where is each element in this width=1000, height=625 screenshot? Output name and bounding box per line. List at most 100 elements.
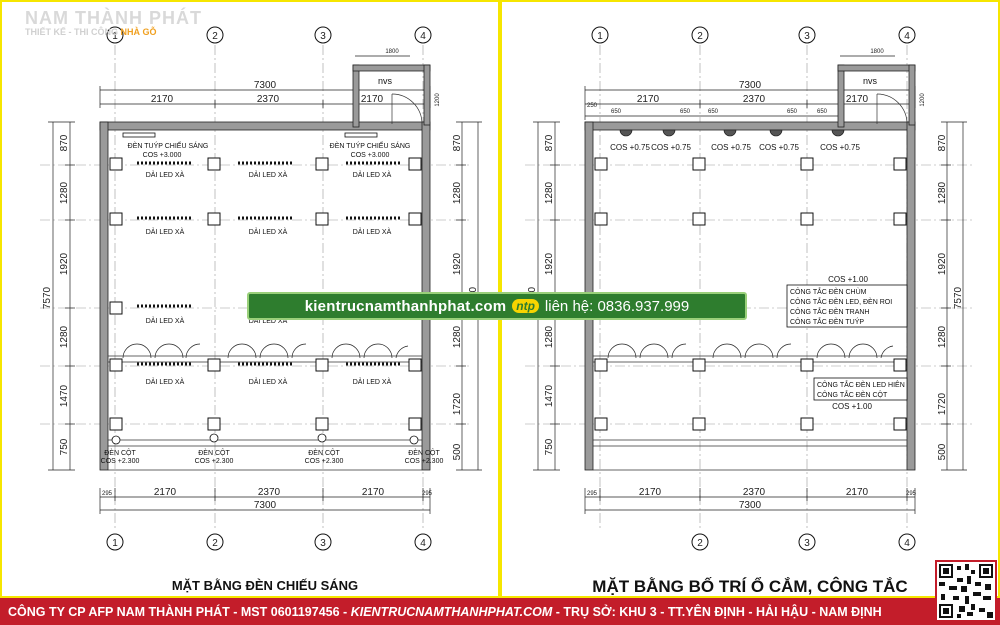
left-post-label-2: ĐÈN CỘT: [198, 448, 230, 457]
left-axis-top-3: 3: [320, 31, 326, 42]
right-side-row-6: 750: [544, 438, 555, 455]
left-led-label: DẢI LED XÀ: [249, 377, 288, 386]
left-led-label: DẢI LED XÀ: [146, 227, 185, 236]
right-top-span-1: 2170: [637, 94, 660, 105]
right-axis-bubbles-bottom: [691, 533, 916, 551]
left-wc-width: 1800: [385, 49, 399, 55]
right-switch-box-2-item-2: CÔNG TẮC ĐÈN CỘT: [817, 390, 888, 399]
right-axis-top-4: 4: [904, 31, 910, 42]
left-axis-top-1: 1: [112, 31, 118, 42]
right-bottom-total: 7300: [739, 500, 762, 511]
left-rside-row-5: 1720: [452, 392, 463, 415]
left-tube-light-icon-2: [344, 132, 378, 138]
right-bottom-span-2: 2370: [743, 487, 766, 498]
left-walls: [99, 64, 431, 471]
banner-website[interactable]: kientrucnamthanhphat.com: [304, 297, 507, 315]
left-led-label: DẢI LED XÀ: [146, 316, 185, 325]
footer-website[interactable]: KIENTRUCNAMTHANHPHAT.COM: [350, 604, 553, 619]
left-axis-bubbles-bottom: [106, 533, 432, 551]
logo-tagline-text: THIẾT KẾ - THI CÔNG: [25, 27, 118, 37]
right-axis-bottom-2: 2: [697, 538, 703, 549]
right-socket-level-5: COS +0.75: [820, 143, 860, 152]
right-top-span-2: 2370: [743, 94, 766, 105]
left-tube-light-icon-1: [122, 132, 156, 138]
qr-code-icon: [935, 560, 997, 622]
left-rside-row-2: 1280: [452, 181, 463, 204]
right-switch-box-1-item-1: CÔNG TẮC ĐÈN CHÙM: [790, 287, 867, 296]
left-axis-top-2: 2: [212, 31, 218, 42]
left-tube-level-1: COS +3.000: [143, 152, 182, 159]
left-rside-extra: 1200: [435, 93, 441, 107]
banner-contact: liên hệ: 0836.937.999: [544, 297, 690, 315]
left-post-level-1: COS +2.300: [101, 458, 140, 465]
right-rside-row-6: 500: [937, 443, 948, 460]
left-side-total: 7570: [42, 286, 53, 309]
right-switch-box-1-item-2: CÔNG TẮC ĐÈN LED, ĐÈN ROI: [790, 297, 892, 306]
left-axis-top-4: 4: [420, 31, 426, 42]
right-rside-total: 7570: [953, 286, 964, 309]
right-socket-level-2: COS +0.75: [651, 143, 691, 152]
left-wc-label: nvs: [378, 76, 393, 86]
right-side-dim-lines: [533, 121, 967, 471]
right-axis-bottom-3: 3: [804, 538, 810, 549]
left-top-span-2: 2370: [257, 94, 280, 105]
right-socket-spacing-2: 650: [680, 109, 691, 115]
right-socket-icons: [619, 129, 845, 137]
right-bottom-end-2: 295: [906, 491, 917, 497]
left-axis-bottom-4: 4: [420, 538, 426, 549]
left-rside-row-3: 1920: [452, 252, 463, 275]
right-bottom-end-1: 295: [587, 491, 598, 497]
left-led-label: DẢI LED XÀ: [249, 227, 288, 236]
right-side-row-4: 1280: [544, 325, 555, 348]
right-top-total: 7300: [739, 80, 762, 91]
right-socket-level-1: COS +0.75: [610, 143, 650, 152]
left-bottom-end-2: 295: [422, 491, 433, 497]
left-doors: [122, 343, 409, 359]
left-bottom-span-2: 2370: [258, 487, 281, 498]
left-led-label: DẢI LED XÀ: [146, 170, 185, 179]
left-axis-bottom-3: 3: [320, 538, 326, 549]
right-wc-width: 1800: [870, 49, 884, 55]
left-bottom-span-1: 2170: [154, 487, 177, 498]
left-post-label-4: ĐÈN CỘT: [408, 448, 440, 457]
right-plan: 1 2 3 4 2 3 4 7300 2170 2370 2170 1800 2…: [525, 26, 975, 596]
left-axis-bottom-1: 1: [112, 538, 118, 549]
right-rside-row-1: 870: [937, 134, 948, 151]
left-plan: 1 2 3 4 1 2 3 4 7300 2170 2370 2170 1800: [40, 26, 482, 593]
left-axis-bottom-2: 2: [212, 538, 218, 549]
left-led-label: DẢI LED XÀ: [353, 377, 392, 386]
right-axis-top-2: 2: [697, 31, 703, 42]
right-side-row-1: 870: [544, 134, 555, 151]
right-axis-top-1: 1: [597, 31, 603, 42]
right-socket-level-3: COS +0.75: [711, 143, 751, 152]
left-post-light-icons: [111, 433, 419, 445]
right-axis-top-3: 3: [804, 31, 810, 42]
left-led-label: DẢI LED XÀ: [249, 316, 288, 325]
right-side-row-5: 1470: [544, 384, 555, 407]
right-socket-spacing-1: 650: [611, 109, 622, 115]
left-tube-label-2: ĐÈN TUÝP CHIẾU SÁNG: [330, 140, 411, 150]
left-rside-row-1: 870: [452, 134, 463, 151]
logo-tagline: THIẾT KẾ - THI CÔNG NHÀ GỖ: [25, 27, 202, 37]
left-side-row-4: 1280: [59, 325, 70, 348]
right-bottom-span-1: 2170: [639, 487, 662, 498]
right-switch-box-2-item-1: CÔNG TẮC ĐÈN LED HIÊN: [817, 380, 905, 389]
left-side-row-5: 1470: [59, 384, 70, 407]
right-switch-box-1-item-3: CÔNG TẮC ĐÈN TRANH: [790, 307, 869, 316]
left-post-label-3: ĐÈN CỘT: [308, 448, 340, 457]
left-plan-title: MẶT BẰNG ĐÈN CHIẾU SÁNG: [172, 578, 358, 593]
right-rside-row-4: 1280: [937, 325, 948, 348]
ntp-logo-icon: ntp: [512, 299, 539, 313]
footer-company: CÔNG TY CP AFP NAM THÀNH PHÁT - MST 0601…: [8, 604, 348, 619]
right-rside-row-2: 1280: [937, 181, 948, 204]
left-post-level-3: COS +2.300: [305, 458, 344, 465]
left-led-label: DẢI LED XÀ: [353, 170, 392, 179]
left-axis-bubbles-top: [106, 26, 432, 44]
contact-banner[interactable]: kientrucnamthanhphat.com ntp liên hệ: 08…: [247, 292, 747, 320]
right-socket-spacing-3: 650: [708, 109, 719, 115]
footer-bar: CÔNG TY CP AFP NAM THÀNH PHÁT - MST 0601…: [0, 598, 1000, 625]
logo-tagline-highlight: NHÀ GỖ: [120, 27, 157, 37]
right-bottom-dim-lines: [584, 488, 916, 514]
logo-name: NAM THÀNH PHÁT: [25, 8, 202, 28]
left-top-span-1: 2170: [151, 94, 174, 105]
